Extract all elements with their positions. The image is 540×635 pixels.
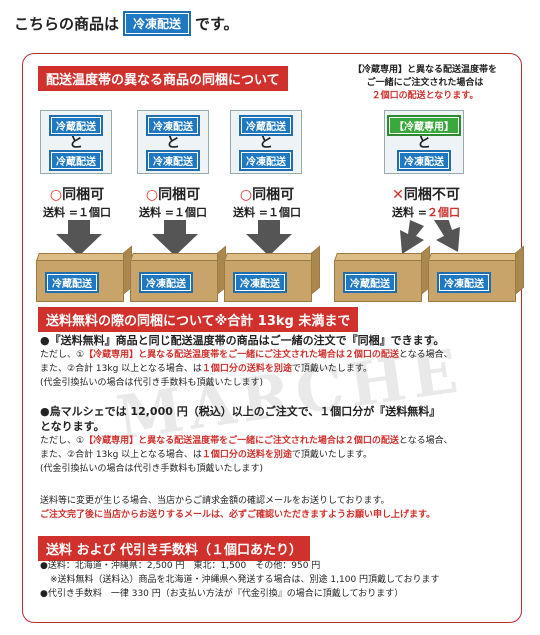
verdict-2: ○同梱可 送料 =１個口 — [128, 184, 218, 220]
verdict-3-fee-label: 送料 = — [232, 206, 269, 219]
section3-heading: 送料 および 代引き手数料（１個口あたり） — [38, 536, 311, 561]
box-4: 冷蔵配送 — [334, 245, 430, 302]
free-shipping-paragraph-2: ●烏マルシェでは 12,000 円（税込）以上のご注文で、１個口分が『送料無料』… — [40, 404, 510, 476]
p1-l1-a: ただし、① — [40, 350, 85, 360]
section1-heading: 配送温度帯の異なる商品の同梱について — [38, 66, 288, 91]
verdict-1-fee-value: １個口 — [78, 206, 112, 219]
p1-l3: (代金引換払いの場合は代引き手数料も頂戴いたします) — [40, 378, 264, 388]
combo-3-bottom: 冷凍配送 — [239, 150, 293, 171]
combo-2-top: 冷凍配送 — [146, 115, 200, 136]
arrow-1-icon — [56, 220, 102, 256]
combo-2-and: と — [166, 135, 180, 151]
frozen-badge: 冷凍配送 — [123, 10, 192, 36]
combo-1-top: 冷蔵配送 — [49, 115, 103, 136]
p2-lead-1: ●烏マルシェでは 12,000 円（税込）以上のご注文で、１個口分が『送料無料』 — [40, 405, 441, 418]
p3-l1: 送料等に変更が生じる場合、当店からご請求金額の確認メールをお送りしております。 — [40, 496, 390, 506]
header-suffix: です。 — [195, 14, 239, 33]
p2-l2-b: で頂戴いたします。 — [291, 450, 373, 460]
combo-4-bottom: 冷凍配送 — [397, 150, 451, 171]
verdict-2-fee-label: 送料 = — [138, 206, 175, 219]
box-1: 冷蔵配送 — [36, 245, 132, 302]
combo-2-bottom: 冷凍配送 — [146, 150, 200, 171]
note-line-1: 【冷蔵専用】と異なる配送温度帯を — [352, 65, 497, 75]
p1-l2-red: １個口分の送料を別途 — [201, 364, 292, 374]
box-5: 冷凍配送 — [428, 245, 524, 302]
confirmation-paragraph: 送料等に変更が生じる場合、当店からご請求金額の確認メールをお送りしております。 … — [40, 494, 510, 522]
verdict-1-symbol: ○ — [49, 187, 63, 203]
combo-1-bottom: 冷蔵配送 — [49, 150, 103, 171]
separate-shipping-note: 【冷蔵専用】と異なる配送温度帯を ご一緒にご注文された場合は ２個口の配送となり… — [330, 64, 520, 103]
combo-1-and: と — [69, 135, 83, 151]
box-3-label: 冷凍配送 — [233, 272, 287, 293]
combo-2: 冷凍配送 と 冷凍配送 — [137, 110, 209, 174]
verdict-1: ○同梱可 送料 =１個口 — [32, 184, 122, 220]
verdict-2-fee-value: １個口 — [174, 206, 208, 219]
header-line: こちらの商品は 冷凍配送 です。 — [14, 10, 239, 36]
p1-l2-b: で頂戴いたします。 — [291, 364, 373, 374]
verdict-1-fee-label: 送料 = — [42, 206, 79, 219]
box-5-label: 冷凍配送 — [437, 272, 491, 293]
verdict-4: ✕同梱不可 送料 =２個口 — [378, 184, 474, 220]
p2-lead-2: となります。 — [40, 420, 105, 433]
combo-3-and: と — [259, 135, 273, 151]
combo-4: 【冷蔵専用】 と 冷凍配送 — [384, 110, 464, 174]
note-line-3: ２個口の配送となります。 — [371, 91, 479, 101]
content-frame — [22, 53, 522, 623]
arrow-5-icon — [434, 220, 460, 252]
verdict-3-fee-value: １個口 — [268, 206, 302, 219]
header-prefix: こちらの商品は — [14, 14, 120, 33]
box-2: 冷凍配送 — [130, 245, 226, 302]
p1-l1-b: となる場合、 — [398, 350, 453, 360]
box-2-label: 冷凍配送 — [139, 272, 193, 293]
p2-l2-a: また、②合計 13kg 以上となる場合、は — [40, 450, 202, 460]
verdict-4-symbol: ✕ — [392, 187, 404, 203]
verdict-2-label: 同梱可 — [158, 187, 201, 203]
p3-l2: ご注文完了後に当店からお送りするメールは、必ずご確認いただきますようお願い申し上… — [40, 510, 436, 520]
verdict-3-label: 同梱可 — [252, 187, 295, 203]
verdict-3: ○同梱可 送料 =１個口 — [222, 184, 312, 220]
fees-l3: ●代引き手数料 一律 330 円（お支払い方法が『代金引換』の場合に頂戴しており… — [40, 589, 404, 599]
section2-heading: 送料無料の際の同梱について※合計 13kg 未満まで — [38, 307, 359, 332]
fees-paragraph: ●送料：北海道・沖縄県：2,500 円 東北：1,500 その他：950 円 ※… — [40, 559, 510, 601]
fees-l2: ※送料無料（送料込）商品を北海道・沖縄県へ発送する場合は、別途 1,100 円頂… — [50, 575, 440, 585]
free-shipping-paragraph-1: ●『送料無料』商品と同じ配送温度帯の商品はご一緒の注文で『同梱』できます。 ただ… — [40, 333, 510, 390]
combo-4-and: と — [417, 135, 431, 151]
p2-l1-a: ただし、① — [40, 436, 85, 446]
box-1-label: 冷蔵配送 — [45, 272, 99, 293]
combo-3-top: 冷蔵配送 — [239, 115, 293, 136]
p2-l1-b: となる場合、 — [398, 436, 453, 446]
arrow-2-icon — [152, 220, 198, 256]
fees-l1: ●送料：北海道・沖縄県：2,500 円 東北：1,500 その他：950 円 — [40, 561, 321, 571]
combo-1: 冷蔵配送 と 冷蔵配送 — [40, 110, 112, 174]
p2-l3: (代金引換払いの場合は代引き手数料も頂戴いたします) — [40, 464, 264, 474]
arrow-4-icon — [400, 220, 424, 254]
combo-4-top: 【冷蔵専用】 — [387, 115, 461, 136]
verdict-4-label: 同梱不可 — [403, 187, 460, 203]
p2-l2-red: １個口分の送料を別途 — [201, 450, 292, 460]
verdict-4-fee-label: 送料 = — [391, 206, 428, 219]
verdict-3-symbol: ○ — [239, 187, 253, 203]
box-4-label: 冷蔵配送 — [343, 272, 397, 293]
p1-l2-a: また、②合計 13kg 以上となる場合、は — [40, 364, 202, 374]
verdict-4-fee-value: ２個口 — [427, 206, 461, 219]
arrows-group — [56, 220, 460, 256]
verdict-1-label: 同梱可 — [62, 187, 105, 203]
p2-l1-red: 【冷蔵専用】と異なる配送温度帯をご一緒にご注文された場合は２個口の配送 — [84, 436, 399, 446]
note-line-2: ご一緒にご注文された場合は — [366, 78, 484, 88]
combo-3: 冷蔵配送 と 冷凍配送 — [230, 110, 302, 174]
arrow-3-icon — [246, 220, 292, 256]
verdict-2-symbol: ○ — [145, 187, 159, 203]
box-3: 冷凍配送 — [224, 245, 320, 302]
p1-l1-red: 【冷蔵専用】と異なる配送温度帯をご一緒にご注文された場合は２個口の配送 — [84, 350, 399, 360]
p1-lead: ●『送料無料』商品と同じ配送温度帯の商品はご一緒の注文で『同梱』できます。 — [40, 334, 445, 347]
